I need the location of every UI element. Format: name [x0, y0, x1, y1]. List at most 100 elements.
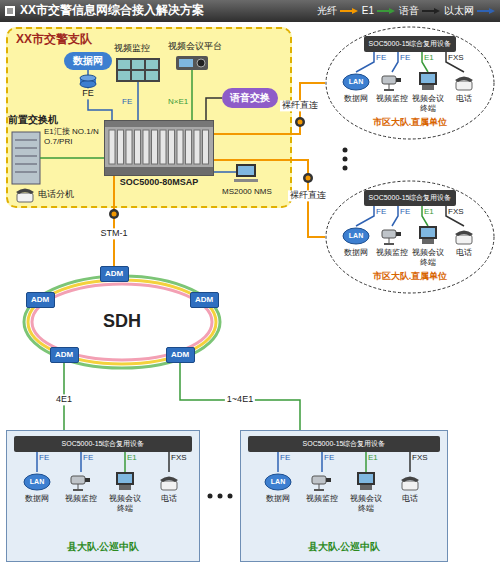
terminal-icons-part [343, 74, 369, 90]
headquarters-equipment-part [179, 59, 193, 67]
rack-card [203, 130, 209, 164]
terminal-name: 视频会议终端 [349, 494, 383, 514]
terminal-group-part [365, 452, 367, 472]
legend-label: 以太网 [444, 5, 474, 17]
equipment-name: 电话分机 [38, 189, 74, 200]
legend-sample [376, 7, 396, 15]
legend-item: 光纤 [317, 5, 359, 17]
fiber-spools-part [109, 209, 119, 219]
interface-name: FE [324, 453, 334, 463]
legend-arrowhead [352, 8, 358, 14]
switch-cloud: 语音交换 [222, 88, 278, 108]
node-label: ADM [195, 295, 213, 305]
terminal-name: 视频监控 [306, 494, 338, 504]
terminal-group-part [422, 206, 428, 226]
fiber-spools-part [303, 173, 313, 183]
terminal-group [356, 206, 464, 226]
terminal-name: 视频监控 [376, 94, 408, 104]
headquarters-equipment-part [16, 189, 34, 203]
link-line [180, 363, 300, 430]
terminal-icons [265, 472, 419, 490]
terminal-icons-part [382, 76, 401, 90]
interface-name: FE [280, 453, 290, 463]
node-label: ADM [31, 295, 49, 305]
lan-label: LAN [30, 478, 44, 487]
adm-node: ADM [50, 347, 79, 363]
terminal-group-part [168, 452, 170, 472]
msap-equipment: SOC5000-80MSAP [104, 120, 214, 176]
legend-sample [476, 7, 496, 15]
trunk-note: E1汇接 NO.1/NO.7/PRI [44, 127, 102, 147]
node-label: ADM [55, 350, 73, 360]
headquarters-equipment-part [132, 60, 144, 69]
legend-line [377, 10, 390, 12]
interface-name: E1 [424, 53, 434, 63]
node-label: SOC5000-15综合复用设备 [303, 440, 386, 448]
terminal-group-part [356, 52, 374, 72]
terminal-icons-part [343, 228, 369, 244]
interface-name: FE [400, 207, 410, 217]
link-label: STM-1 [99, 228, 130, 239]
adm-node: ADM [190, 292, 219, 308]
rack-card [143, 130, 149, 164]
terminal-group-part [392, 206, 398, 226]
terminal-group-part [124, 452, 126, 472]
continuation-dots-part [228, 494, 233, 499]
rack-card [160, 130, 166, 164]
continuation-dots-part [208, 494, 213, 499]
headquarters-equipment-part [118, 71, 130, 80]
terminal-group-part [409, 452, 411, 472]
interface-name: FXS [171, 453, 187, 463]
terminal-name: 电话 [402, 494, 418, 504]
rack-card [109, 130, 115, 164]
ring-line [24, 276, 220, 368]
node-label: SOC5000-15综合复用设备 [369, 40, 452, 48]
node-label: ADM [105, 269, 123, 279]
link-label: 1~4E1 [225, 394, 255, 405]
headquarters-equipment-part [15, 148, 37, 149]
adm-node: ADM [166, 347, 195, 363]
terminal-name: 数据网 [344, 248, 368, 258]
headquarters-equipment-part [146, 71, 158, 80]
terminal-name: 视频会议终端 [108, 494, 142, 514]
lan-label: LAN [349, 78, 363, 87]
headquarters-equipment [12, 56, 258, 202]
equipment-name: 前置交换机 [8, 114, 58, 127]
unit-panel: 县大队.公巡中队 SOC5000-15综合复用设备 [240, 430, 448, 562]
terminal-name: 视频监控 [376, 248, 408, 258]
headquarters-equipment-part [12, 132, 40, 184]
legend-label: 光纤 [317, 5, 337, 17]
terminal-icons-part [71, 476, 90, 490]
continuation-dots-part [343, 166, 348, 171]
terminal-name: 数据网 [344, 94, 368, 104]
terminal-name: 视频会议终端 [411, 94, 445, 114]
interface-name: FE [39, 453, 49, 463]
headquarters-equipment-part [15, 172, 37, 173]
terminal-group-part [446, 52, 464, 72]
terminal-name: 电话 [456, 94, 472, 104]
legend-label: 语音 [399, 5, 419, 17]
interface-name: N×E1 [168, 97, 188, 107]
fiber-spools [109, 117, 313, 219]
interface-name: E1 [424, 207, 434, 217]
fiber-spools-part [306, 176, 311, 181]
continuation-dots-part [343, 148, 348, 153]
legend-sample [339, 7, 359, 15]
rack-card [169, 130, 175, 164]
ellipse-line [326, 181, 494, 293]
node-label: ADM [171, 350, 189, 360]
interface-name: FE [400, 53, 410, 63]
terminal-name: 数据网 [25, 494, 49, 504]
interface-name: FXS [448, 53, 464, 63]
terminal-group-part [422, 52, 428, 72]
mux-device: SOC5000-15综合复用设备 [248, 436, 440, 452]
fiber-spools-part [112, 212, 117, 217]
headquarters-equipment-part [238, 166, 254, 175]
continuation-dots [208, 148, 348, 499]
mux-device: SOC5000-15综合复用设备 [14, 436, 192, 452]
terminal-icons-part [24, 474, 50, 490]
headquarters-equipment-part [191, 70, 193, 120]
legend-arrowhead [489, 8, 495, 14]
headquarters-equipment-part [116, 58, 160, 82]
node-label: 县大队.公巡中队 [308, 541, 381, 553]
